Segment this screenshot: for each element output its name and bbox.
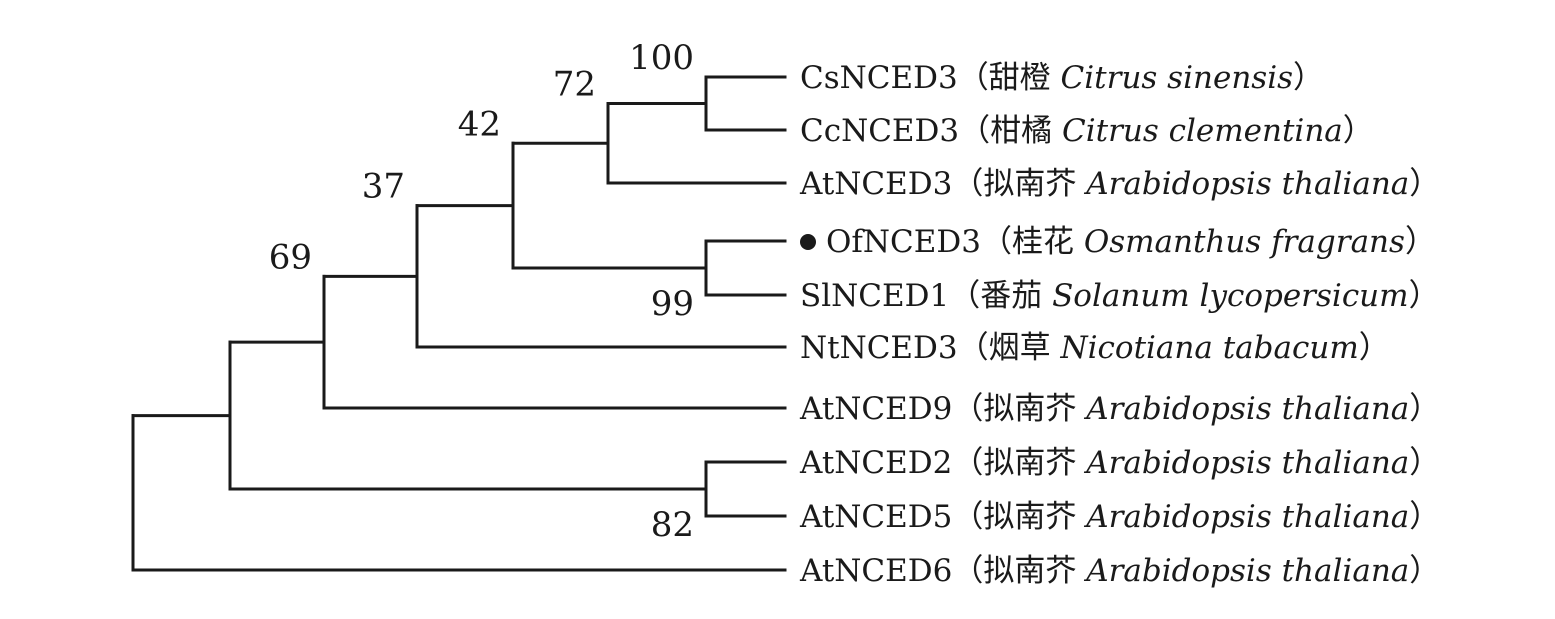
- leaf-close: ）: [1405, 224, 1436, 260]
- leaf-close: ）: [1409, 278, 1440, 314]
- bootstrap-n82: 82: [651, 505, 694, 545]
- bootstrap-n72: 72: [553, 65, 596, 105]
- bootstrap-n69: 69: [269, 237, 312, 277]
- leaf-common: （拟南芥: [952, 391, 1086, 427]
- leaf-common: （柑橘: [959, 113, 1062, 149]
- leaf-common: （拟南芥: [952, 445, 1086, 481]
- tree-branches: [131, 75, 787, 572]
- leaf-close: ）: [1409, 499, 1440, 535]
- leaf-species: Solanum lycopersicum: [1052, 278, 1409, 314]
- leaf-gene: AtNCED9: [799, 391, 952, 427]
- bootstrap-n100: 100: [629, 38, 694, 78]
- leaf-label-AtNCED3: AtNCED3（拟南芥 Arabidopsis thaliana）: [799, 166, 1440, 202]
- bootstrap-values: 100 72 99 42 37 82 69: [269, 38, 694, 545]
- leaf-species: Arabidopsis thaliana: [1083, 445, 1409, 481]
- leaf-gene: AtNCED2: [799, 445, 952, 481]
- leaf-common: （拟南芥: [952, 553, 1086, 589]
- leaf-gene: NtNCED3: [800, 330, 958, 366]
- leaf-gene: CsNCED3: [800, 60, 958, 96]
- leaf-common: （烟草: [958, 330, 1061, 366]
- leaf-gene: CcNCED3: [800, 113, 959, 149]
- leaf-species: Osmanthus fragrans: [1084, 224, 1405, 260]
- leaf-label-AtNCED2: AtNCED2（拟南芥 Arabidopsis thaliana）: [799, 445, 1440, 481]
- leaf-species: Arabidopsis thaliana: [1083, 499, 1409, 535]
- leaf-label-OfNCED3: OfNCED3（桂花 Osmanthus fragrans）: [826, 224, 1436, 260]
- leaf-label-SlNCED1: SlNCED1（番茄 Solanum lycopersicum）: [800, 278, 1440, 314]
- leaf-label-CsNCED3: CsNCED3（甜橙 Citrus sinensis）: [800, 60, 1324, 96]
- leaf-gene: AtNCED3: [799, 166, 952, 202]
- leaf-label-NtNCED3: NtNCED3（烟草 Nicotiana tabacum）: [800, 330, 1390, 366]
- leaf-common: （拟南芥: [952, 166, 1086, 202]
- leaf-gene: AtNCED6: [799, 553, 952, 589]
- leaf-close: ）: [1409, 553, 1440, 589]
- leaf-close: ）: [1409, 445, 1440, 481]
- leaf-close: ）: [1293, 60, 1324, 96]
- leaf-common: （番茄: [949, 278, 1052, 314]
- leaf-gene: AtNCED5: [799, 499, 952, 535]
- leaf-common: （桂花: [981, 224, 1084, 260]
- leaf-species: Citrus sinensis: [1061, 60, 1293, 96]
- highlight-dot-icon: [800, 234, 816, 250]
- leaf-common: （拟南芥: [952, 499, 1086, 535]
- leaf-species: Arabidopsis thaliana: [1083, 553, 1409, 589]
- leaf-close: ）: [1359, 330, 1390, 366]
- leaf-close: ）: [1409, 391, 1440, 427]
- leaf-gene: OfNCED3: [826, 224, 981, 260]
- leaf-species: Citrus clementina: [1062, 113, 1343, 149]
- leaf-close: ）: [1343, 113, 1374, 149]
- leaf-label-AtNCED5: AtNCED5（拟南芥 Arabidopsis thaliana）: [799, 499, 1440, 535]
- bootstrap-n42: 42: [458, 104, 501, 144]
- leaf-common: （甜橙: [958, 60, 1061, 96]
- leaf-label-AtNCED6: AtNCED6（拟南芥 Arabidopsis thaliana）: [799, 553, 1440, 589]
- leaf-label-AtNCED9: AtNCED9（拟南芥 Arabidopsis thaliana）: [799, 391, 1440, 427]
- leaf-gene: SlNCED1: [800, 278, 949, 314]
- leaf-label-CcNCED3: CcNCED3（柑橘 Citrus clementina）: [800, 113, 1374, 149]
- leaf-species: Arabidopsis thaliana: [1083, 166, 1409, 202]
- bootstrap-n37: 37: [362, 167, 405, 207]
- leaf-close: ）: [1409, 166, 1440, 202]
- leaf-species: Nicotiana tabacum: [1060, 330, 1359, 366]
- leaf-labels: CsNCED3（甜橙 Citrus sinensis）CcNCED3（柑橘 Ci…: [799, 60, 1440, 589]
- leaf-species: Arabidopsis thaliana: [1083, 391, 1409, 427]
- bootstrap-n99: 99: [651, 284, 694, 324]
